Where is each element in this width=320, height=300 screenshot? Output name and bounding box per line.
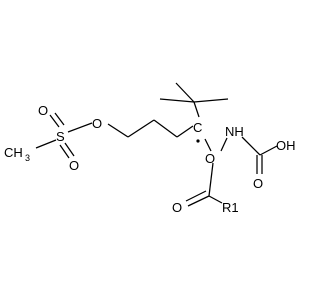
bond-s-o-ester [67, 122, 93, 133]
bond-tbu-left [159, 98, 195, 103]
bond-c-oh [259, 145, 278, 156]
label-s: S [56, 129, 65, 144]
bond-ch3-s [35, 139, 57, 149]
bond-o-nh [220, 137, 228, 152]
label-r1: R1 [222, 200, 239, 215]
bond-ch2-c [176, 125, 194, 138]
bond-tbu-up [175, 82, 195, 103]
label-radical-c: C [193, 120, 202, 135]
bond-s-o-bottom-a [59, 144, 70, 159]
bond-acyl-r1 [208, 195, 223, 204]
radical-dot [196, 139, 200, 143]
label-ch3-subscript: 3 [25, 153, 30, 163]
label-ch3: CH [4, 145, 23, 160]
label-o-ring: O [205, 151, 215, 166]
label-o-ester: O [92, 116, 102, 131]
bond-o-ch2-1 [107, 123, 129, 138]
bond-c-cq [193, 101, 200, 118]
bond-acyl-o-a [187, 195, 210, 207]
label-o-carbonyl-right: O [253, 176, 263, 191]
label-o-carbonyl-left: O [172, 200, 182, 215]
bond-nh-c [241, 136, 261, 156]
label-o-sulfonyl-bottom: O [69, 158, 79, 173]
bond-s-o-bottom-b [64, 142, 75, 157]
bonds [35, 82, 278, 207]
bond-o-acyl [208, 162, 214, 197]
bond-c-o [204, 138, 212, 152]
atom-labels: CH 3 O S O O C O NH OH O O R1 [4, 103, 296, 215]
bond-s-o-top-a [49, 114, 60, 128]
bond-s-o-top-b [54, 112, 65, 126]
chemical-structure-diagram: CH 3 O S O O C O NH OH O O R1 [4, 82, 296, 215]
bond-acyl-o-b [185, 190, 207, 202]
label-o-sulfonyl-top: O [38, 103, 48, 118]
bond-ch2-ch2-2 [153, 119, 178, 138]
bond-ch2-ch2-1 [127, 119, 155, 138]
bond-tbu-right [193, 98, 229, 103]
label-oh: OH [276, 138, 296, 153]
label-nh: NH [225, 124, 244, 139]
